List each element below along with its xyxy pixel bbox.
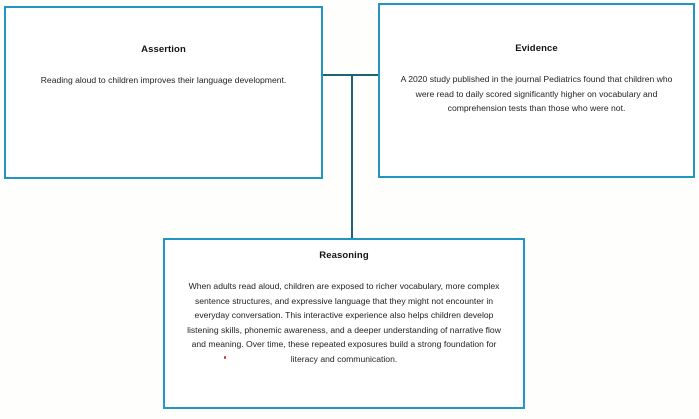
- node-reasoning-body: When adults read aloud, children are exp…: [187, 281, 501, 364]
- node-evidence-title: Evidence: [515, 43, 558, 54]
- node-assertion-title: Assertion: [141, 44, 186, 55]
- node-evidence[interactable]: Evidence A 2020 study published in the j…: [378, 3, 695, 178]
- node-assertion-body: Reading aloud to children improves their…: [40, 75, 287, 85]
- node-reasoning[interactable]: Reasoning When adults read aloud, childr…: [163, 238, 525, 409]
- node-evidence-body: A 2020 study published in the journal Pe…: [400, 74, 673, 113]
- connector-assertion-evidence: [321, 74, 379, 76]
- connector-junction-reasoning: [351, 74, 353, 239]
- node-assertion[interactable]: Assertion Reading aloud to children impr…: [4, 6, 323, 179]
- cursor-speck: [224, 356, 226, 359]
- node-reasoning-title: Reasoning: [319, 250, 369, 261]
